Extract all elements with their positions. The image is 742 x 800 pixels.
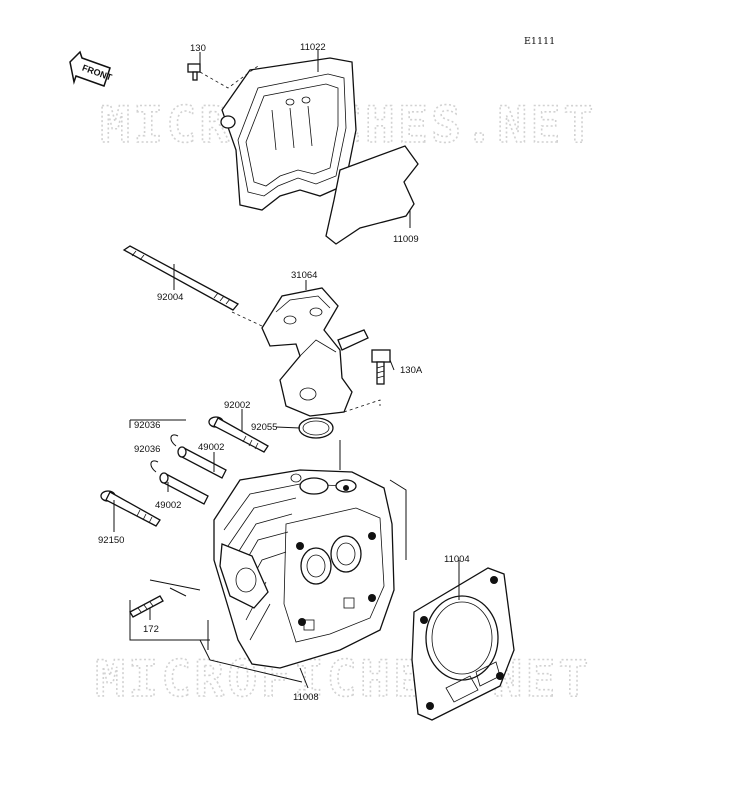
bolt-92002-part [208,416,269,453]
valve-guide-49002-lower [159,472,209,505]
bolt-130-part [187,63,259,89]
label-130: 130 [190,43,206,54]
label-92002: 92002 [224,400,250,411]
assembly-bracket-lines [129,419,407,683]
rocker-cover-part [220,57,357,211]
watermark-bottom: MICROFICHES.NET [95,650,592,708]
rocker-gasket-part [325,145,419,245]
head-gasket-part [411,567,515,721]
bolt-130a-part [371,349,391,385]
label-49002-lower: 49002 [155,500,181,511]
circlip-92036-lower [150,460,159,473]
label-92055: 92055 [251,422,277,433]
label-11022: 11022 [300,42,326,53]
stud-92004-part [122,245,240,311]
label-11009: 11009 [393,234,419,245]
cylinder-head-part [213,469,395,669]
label-31064: 31064 [291,270,317,281]
reference-code: E1111 [524,36,555,47]
label-92150: 92150 [98,535,124,546]
stud-172-part [129,595,164,618]
label-49002-upper: 49002 [198,442,224,453]
bolt-92150-part [100,490,161,527]
intake-pipe-part [231,287,381,417]
label-92004: 92004 [157,292,183,303]
front-arrow-icon: FRONT [69,50,114,87]
leader-lines [113,50,460,689]
o-ring-inner [302,420,330,436]
label-92036-upper: 92036 [134,420,160,431]
circlip-92036-upper [170,434,179,447]
label-92036-lower: 92036 [134,444,160,455]
label-11008: 11008 [293,692,319,703]
label-130a: 130A [400,365,423,376]
label-172: 172 [143,624,159,635]
label-11004: 11004 [444,554,470,565]
